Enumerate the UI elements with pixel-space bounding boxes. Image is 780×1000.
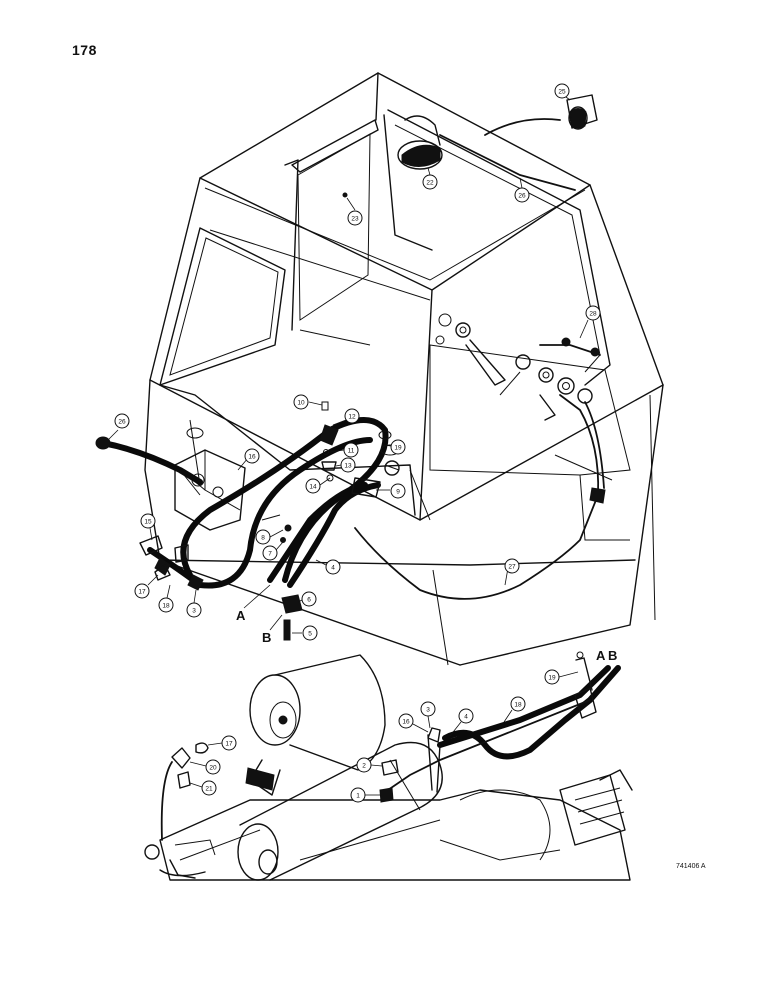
callout-17-lower: 17 [207,735,237,751]
wiring-harness [354,394,606,600]
engine-heater-lines [160,651,621,841]
callout-number: 10 [297,400,305,407]
defroster-fan-assembly [342,115,576,198]
callout-5: 5 [292,625,318,641]
callout-7: 7 [262,541,284,561]
point-label-b-lower: B [608,648,617,663]
callout-number: 19 [394,445,402,452]
callout-number: 11 [348,448,355,455]
callout-1-lower: 1 [350,787,380,803]
callout-18-lower: 18 [503,696,526,723]
callout-19-lower: 19 [544,669,579,685]
callout-number: 20 [209,765,217,772]
callout-19: 19 [382,439,406,455]
callout-number: 3 [426,707,430,714]
callout-9: 9 [376,483,406,499]
callout-number: 28 [589,311,597,318]
point-labels: A B A B [236,584,617,663]
callout-15: 15 [140,513,156,541]
callout-number: 6 [307,597,311,604]
callout-number: 26 [518,193,526,200]
callout-23: 23 [346,197,363,226]
callout-number: 15 [144,519,152,526]
callout-26-roof: 26 [514,177,530,203]
heater-unit [174,427,246,531]
cab-frame [144,72,664,666]
callout-number: 14 [309,484,317,491]
callout-8: 8 [255,529,284,545]
valve-fittings [139,514,303,641]
callout-number: 17 [138,589,146,596]
callout-number: 17 [225,741,233,748]
point-label-a-lower: A [596,648,606,663]
callout-22: 22 [422,167,438,190]
figure-code: 741406 A [676,863,706,870]
callout-number: 3 [192,608,196,615]
callout-2-lower: 2 [356,757,383,773]
callout-number: 16 [402,719,410,726]
callout-18: 18 [158,584,174,613]
callout-11: 11 [329,442,359,458]
callout-4-lower: 4 [449,708,474,737]
callout-number: 22 [426,180,434,187]
callout-number: 8 [261,535,265,542]
callout-number: 27 [508,564,516,571]
interior-light [566,94,598,130]
callout-number: 4 [331,565,335,572]
callout-number: 2 [362,763,366,770]
callout-6: 6 [297,591,317,607]
callout-number: 4 [464,714,468,721]
callout-number: 1 [356,793,360,800]
callout-4: 4 [315,559,341,575]
callout-21-lower: 21 [189,780,217,796]
callout-28: 28 [579,305,601,339]
callout-number: 5 [308,631,312,638]
callout-13: 13 [335,457,356,473]
callout-number: 16 [248,454,256,461]
callout-25: 25 [554,83,571,101]
callout-14: 14 [305,477,331,494]
callout-number: 25 [558,89,566,96]
callout-number: 19 [548,675,556,682]
callout-number: 9 [396,489,400,496]
callout-number: 21 [205,786,213,793]
callout-number: 18 [514,702,522,709]
callout-16-lower: 16 [398,713,429,733]
callout-markers: 5 6 7 8 9 10 11 12 13 14 15 16 17 18 3 4… [107,83,601,803]
callout-number: 13 [344,463,352,470]
callout-12: 12 [332,408,360,426]
callout-3-lower: 3 [420,701,436,729]
callout-number: 7 [268,551,272,558]
instrument-panel [435,313,601,421]
misc-small-parts [321,401,400,482]
callout-16: 16 [237,448,260,471]
callout-3-upper: 3 [186,589,202,618]
engine-assembly [144,654,633,881]
point-label-a: A [236,608,246,623]
callout-number: 12 [348,414,356,421]
point-label-b: B [262,630,271,645]
callout-number: 18 [162,603,170,610]
callout-20-lower: 20 [189,759,221,775]
callout-10: 10 [293,394,323,410]
callout-27: 27 [504,558,520,586]
page-number: 178 [72,42,97,58]
callout-26: 26 [107,413,130,441]
callout-number: 23 [351,216,359,223]
callout-17: 17 [134,574,159,599]
callout-number: 26 [118,419,126,426]
